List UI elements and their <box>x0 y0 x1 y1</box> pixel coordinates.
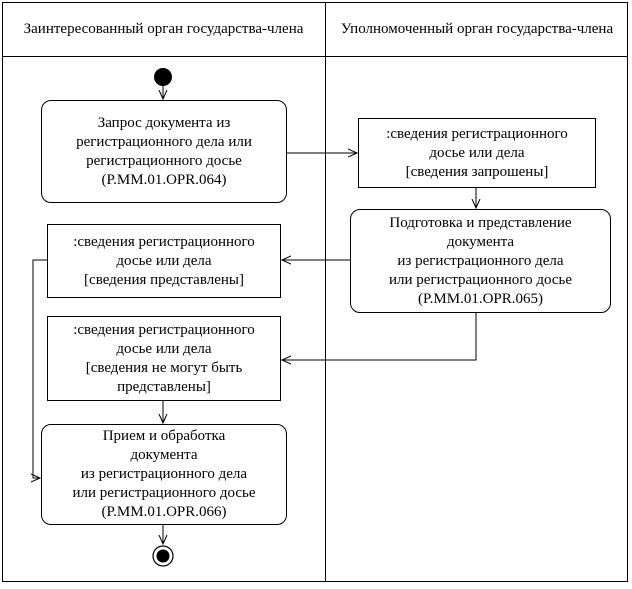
initial-node <box>154 68 172 86</box>
edge-provided-to-process <box>33 259 47 478</box>
lane-header-left: Заинтересованный орган государства-члена <box>23 20 304 37</box>
final-node-core <box>156 549 170 563</box>
edge-prepare-to-not-provided <box>282 313 477 360</box>
lane-divider <box>325 2 326 582</box>
process-document-action: Прием и обработка документа из регистрац… <box>41 424 287 525</box>
prepare-document-action: Подготовка и представление документа из … <box>350 209 611 313</box>
swimlane-frame <box>2 2 628 582</box>
lane-header-divider <box>2 56 628 57</box>
not-provided-data-object: :сведения регистрационного досье или дел… <box>47 316 281 401</box>
requested-data-object: :сведения регистрационного досье или дел… <box>358 118 596 188</box>
request-document-action: Запрос документа из регистрационного дел… <box>41 100 287 203</box>
provided-data-object: :сведения регистрационного досье или дел… <box>47 224 281 298</box>
lane-header-right: Уполномоченный орган государства-члена <box>340 20 614 37</box>
